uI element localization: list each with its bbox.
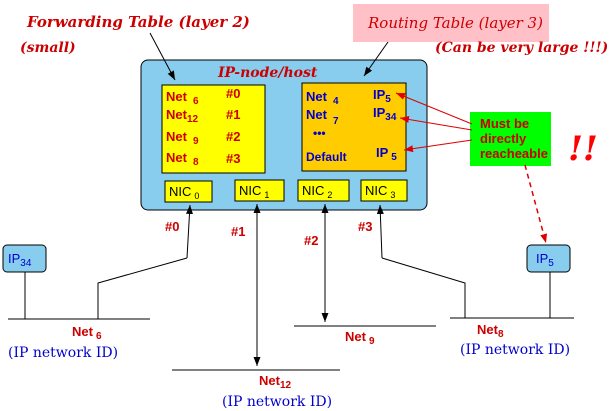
forwarding-callout-arrow (149, 32, 176, 81)
network-name: Net12 (259, 373, 292, 391)
routing-table-title: Routing Table (layer 3) (367, 14, 543, 32)
port-label: #3 (358, 219, 372, 234)
routing-table-title-bg (353, 4, 549, 42)
routing-callout-arrow (363, 41, 389, 77)
forwarding-table (161, 84, 266, 174)
routing-table (301, 82, 407, 172)
routing-next-hop: IP5 (373, 87, 391, 105)
host-box (526, 244, 571, 273)
routing-default-label: Default (306, 150, 347, 164)
ip-node-label: IP-node/host (217, 65, 318, 81)
nic-box (360, 179, 408, 202)
forwarding-port: #1 (226, 107, 240, 122)
network-id-label: (IP network ID) (8, 345, 118, 361)
routing-table-note: (Can be very large !!!) (435, 40, 608, 56)
routing-next-hop: IP34 (373, 105, 397, 123)
forwarding-port: #2 (226, 129, 240, 144)
host-label: IP34 (8, 251, 32, 269)
link-nic0 (97, 257, 188, 319)
port-label: #0 (165, 219, 179, 234)
nic-box (164, 180, 213, 203)
link-nic3-up (376, 204, 384, 259)
reachability-arrow-dashed (524, 164, 548, 244)
reachable-note-box (470, 112, 551, 166)
forwarding-net: Net12 (166, 107, 199, 125)
reachability-arrow (395, 92, 473, 125)
link-nic0-up (185, 204, 193, 259)
host-label: IP5 (536, 251, 554, 269)
reachability-arrow (403, 139, 473, 153)
link-nic3 (381, 257, 466, 318)
reachable-note-line: reacheable (480, 146, 548, 161)
nic-box (234, 179, 285, 202)
reachable-note-line: Must be (480, 116, 529, 131)
network-id-label: (IP network ID) (222, 394, 332, 410)
exclamation-marks: !! (568, 129, 598, 169)
port-label: #2 (304, 233, 318, 248)
routing-dots: ••• (313, 126, 326, 140)
forwarding-table-note: (small) (20, 40, 76, 56)
nic-box (297, 179, 350, 202)
forwarding-port: #0 (226, 86, 240, 101)
forwarding-port: #3 (226, 151, 240, 166)
reachable-note-line: directly (480, 131, 527, 146)
network-name: Net8 (477, 322, 504, 340)
reachability-arrow (399, 116, 473, 131)
network-id-label: (IP network ID) (460, 342, 570, 358)
port-label: #1 (231, 224, 245, 239)
forwarding-table-title: Forwarding Table (layer 2) (26, 13, 250, 31)
